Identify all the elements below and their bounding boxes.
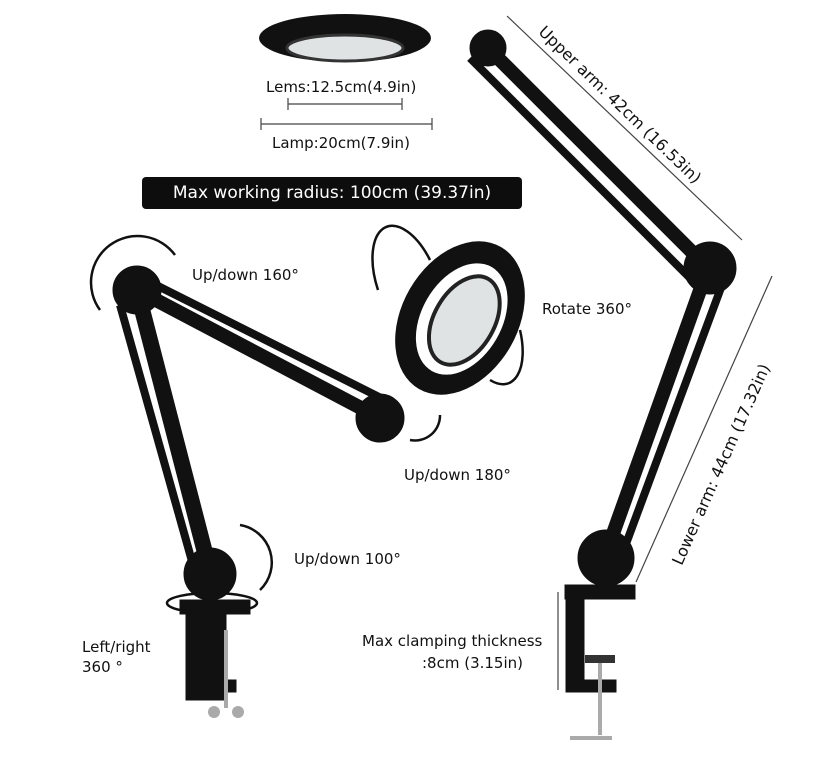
updown-160-label: Up/down 160°: [192, 266, 299, 284]
lens-size-label: Lems:12.5cm(4.9in): [266, 78, 417, 96]
dimension-lines: [260, 15, 773, 690]
left-lamp: [112, 265, 405, 718]
tilted-lamp-head: [395, 241, 525, 395]
clamp-label-line2: :8cm (3.15in): [422, 654, 524, 672]
leftright-label-line2: 360 °: [82, 658, 123, 676]
max-radius-badge: Max working radius: 100cm (39.37in): [142, 177, 522, 209]
updown-100-label: Up/down 100°: [294, 550, 401, 568]
leftright-label-line1: Left/right: [82, 638, 151, 656]
lamp-size-label: Lamp:20cm(7.9in): [272, 134, 410, 152]
rotate-360-label: Rotate 360°: [542, 300, 633, 318]
updown-180-label: Up/down 180°: [404, 466, 511, 484]
top-lamp-head: [259, 14, 431, 63]
right-lamp: [467, 29, 737, 740]
rotation-arrows: [89, 224, 524, 615]
clamp-label-line1: Max clamping thickness: [362, 632, 543, 650]
